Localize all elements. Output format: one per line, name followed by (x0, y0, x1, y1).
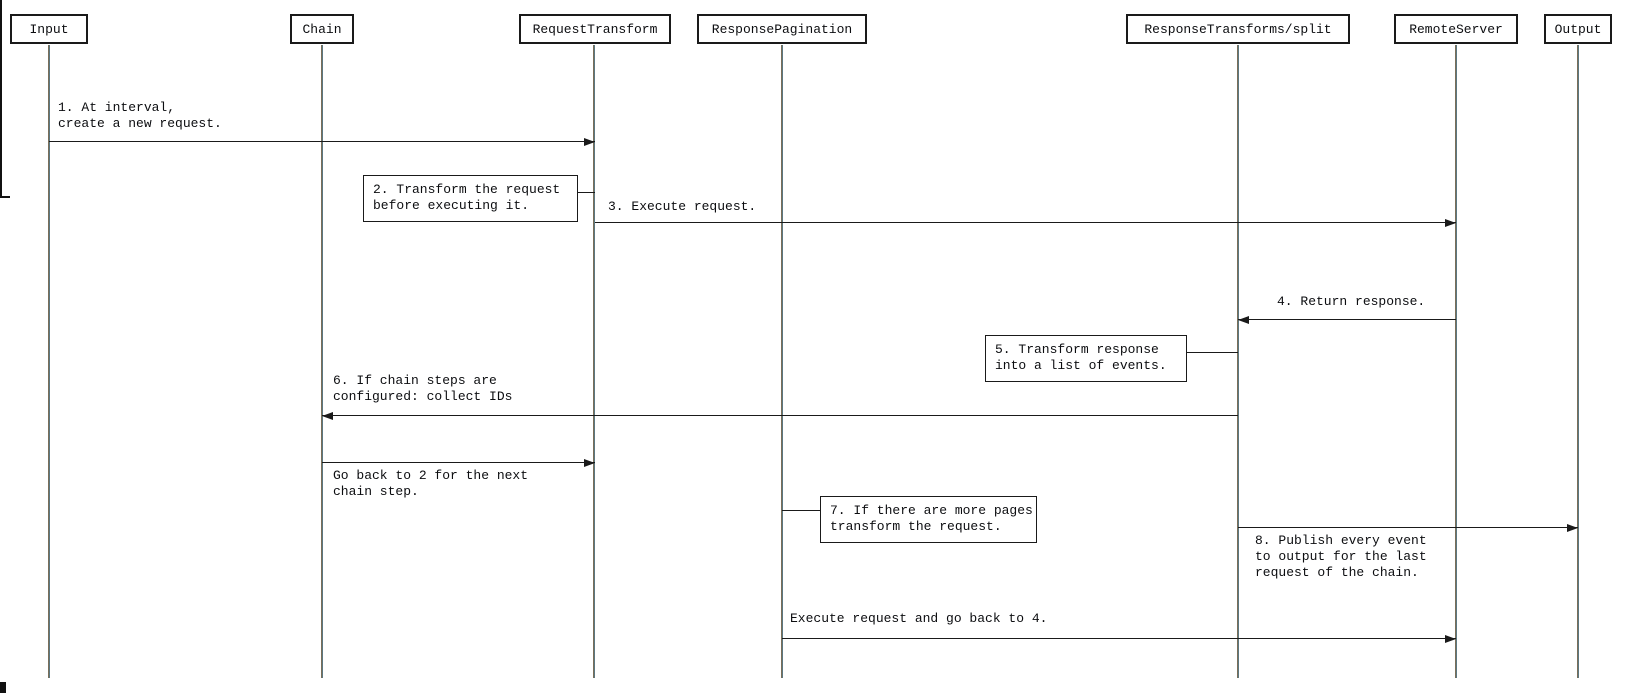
message-execute-again-label: Execute request and go back to 4. (790, 611, 1048, 626)
note-7-box: 7. If there are more pages transform the… (820, 496, 1037, 543)
participant-chain: Chain (290, 14, 354, 44)
lifeline-request-transform (593, 45, 595, 678)
window-edge-artifact-left (0, 0, 2, 198)
note-7-connector (782, 510, 820, 511)
lifeline-input (48, 45, 50, 678)
arrowhead-left-icon (322, 412, 333, 420)
participant-response-transforms-split: ResponseTransforms/split (1126, 14, 1350, 44)
message-6-label: 6. If chain steps are configured: collec… (333, 373, 513, 404)
note-5-connector (1187, 352, 1238, 353)
note-5-box: 5. Transform response into a list of eve… (985, 335, 1187, 382)
message-3-arrow (595, 219, 1456, 227)
lifeline-remote-server (1455, 45, 1457, 678)
arrowhead-right-icon (1567, 524, 1578, 532)
message-4-arrow (1238, 316, 1456, 324)
window-edge-artifact-tick (0, 196, 10, 198)
message-1-arrow (49, 138, 595, 146)
window-edge-artifact-bottom (0, 682, 6, 693)
note-2-connector (578, 192, 595, 193)
message-8-label: 8. Publish every event to output for the… (1255, 533, 1427, 580)
arrowhead-right-icon (584, 459, 595, 467)
note-2-box: 2. Transform the request before executin… (363, 175, 578, 222)
participant-response-pagination: ResponsePagination (697, 14, 867, 44)
message-1-label: 1. At interval, create a new request. (58, 100, 222, 131)
participant-request-transform: RequestTransform (519, 14, 671, 44)
arrowhead-right-icon (584, 138, 595, 146)
lifeline-response-transforms-split (1237, 45, 1239, 678)
message-4-label: 4. Return response. (1277, 294, 1426, 309)
lifeline-output (1577, 45, 1579, 678)
message-8-arrow (1238, 524, 1578, 532)
participant-input: Input (10, 14, 88, 44)
arrowhead-left-icon (1238, 316, 1249, 324)
message-go-back-arrow (322, 459, 595, 467)
arrowhead-right-icon (1445, 219, 1456, 227)
message-6-arrow (322, 412, 1238, 420)
participant-output: Output (1544, 14, 1612, 44)
lifeline-response-pagination (781, 45, 783, 678)
message-go-back-label: Go back to 2 for the next chain step. (333, 468, 529, 499)
arrowhead-right-icon (1445, 635, 1456, 643)
lifeline-chain (321, 45, 323, 678)
message-execute-again-arrow (782, 635, 1456, 643)
message-3-label: 3. Execute request. (608, 199, 757, 214)
participant-remote-server: RemoteServer (1394, 14, 1518, 44)
